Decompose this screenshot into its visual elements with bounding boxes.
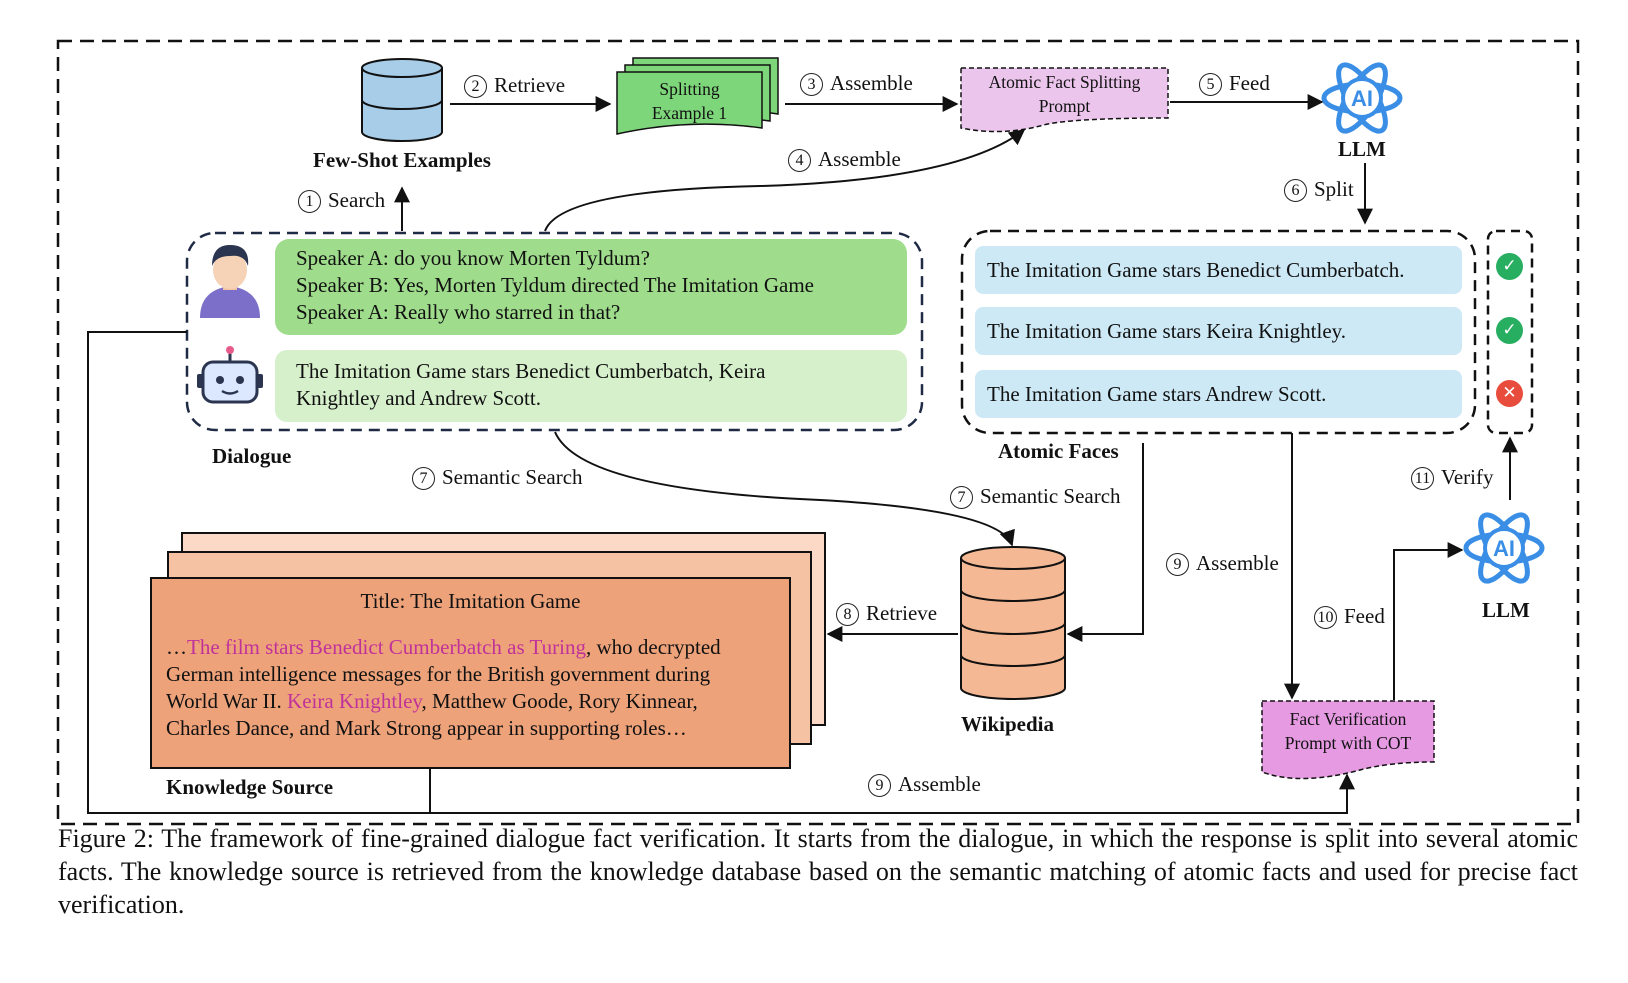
- person-avatar-icon: [200, 245, 260, 318]
- knowledge-line-2: German intelligence messages for the Bri…: [166, 662, 711, 686]
- llm-top-icon-text: AI: [1351, 86, 1373, 111]
- step-number: 11: [1411, 467, 1434, 490]
- splitting-example-text: Splitting Example 1: [617, 77, 762, 125]
- dialogue-user-text: Speaker A: do you know Morten Tyldum? Sp…: [296, 245, 814, 326]
- step-number: 9: [868, 774, 891, 797]
- step-text: Verify: [1441, 465, 1494, 489]
- robot-avatar-icon: [197, 346, 263, 404]
- verification-prompt-shape: [1261, 700, 1435, 780]
- verification-prompt-line1: Fact Verification: [1289, 709, 1407, 729]
- step-retrieve-8: 8 Retrieve: [836, 603, 937, 626]
- check-icon: ✓: [1496, 253, 1523, 280]
- step-number: 1: [298, 190, 321, 213]
- few-shot-examples-label: Few-Shot Examples: [313, 148, 491, 172]
- step-semantic-search-right: 7 Semantic Search: [950, 486, 1121, 509]
- step-retrieve-top: 2 Retrieve: [464, 75, 565, 98]
- llm-bottom-label: LLM: [1482, 598, 1530, 622]
- knowledge-line-1-prefix: …: [166, 635, 187, 659]
- step-number: 2: [464, 75, 487, 98]
- step-number: 3: [800, 73, 823, 96]
- step-number: 7: [412, 467, 435, 490]
- wikipedia-label: Wikipedia: [961, 712, 1054, 736]
- cross-icon: ✕: [1496, 380, 1523, 407]
- step-text: Split: [1314, 177, 1354, 201]
- step-split-6: 6 Split: [1284, 179, 1354, 202]
- step-feed-10: 10 Feed: [1314, 606, 1385, 629]
- step-number: 7: [950, 486, 973, 509]
- step-text: Feed: [1344, 604, 1385, 628]
- splitting-example-stack: [616, 57, 779, 135]
- check-icon: ✓: [1496, 317, 1523, 344]
- knowledge-line-3: World War II. Keira Knightley, Matthew G…: [166, 688, 721, 715]
- dialogue-user-line: Speaker B: Yes, Morten Tyldum directed T…: [296, 273, 814, 297]
- step-number: 10: [1314, 606, 1337, 629]
- step-number: 5: [1199, 73, 1222, 96]
- knowledge-line-1-rest: , who decrypted: [585, 635, 721, 659]
- atomic-prompt-line2: Prompt: [1038, 96, 1091, 116]
- atomic-faces-label: Atomic Faces: [998, 439, 1119, 463]
- outer-frame: [56, 39, 1580, 826]
- step-semantic-search-left: 7 Semantic Search: [412, 467, 583, 490]
- verification-prompt-text: Fact Verification Prompt with COT: [1262, 707, 1434, 755]
- verification-prompt-line2: Prompt with COT: [1284, 733, 1412, 753]
- knowledge-highlight-1: The film stars Benedict Cumberbatch as T…: [187, 635, 586, 659]
- step-text: Retrieve: [494, 73, 566, 97]
- step-number: 4: [788, 149, 811, 172]
- step-text: Assemble: [818, 147, 901, 171]
- connectors: [87, 94, 1518, 814]
- step-text: Search: [328, 188, 386, 212]
- knowledge-line-3-prefix: World War II.: [166, 689, 288, 713]
- dialogue-user-bubble: [275, 239, 907, 335]
- splitting-example-line1: Splitting: [659, 79, 720, 99]
- llm-bottom-icon: AI: [1463, 512, 1545, 584]
- step-assemble-3: 3 Assemble: [800, 73, 913, 96]
- dialogue-response-line: The Imitation Game stars Benedict Cumber…: [296, 359, 766, 383]
- step-number: 6: [1284, 179, 1307, 202]
- dialogue-bot-bubble: [275, 350, 907, 422]
- step-assemble-9-mid: 9 Assemble: [1166, 553, 1279, 576]
- wikipedia-database-icon: [960, 546, 1066, 700]
- atomic-prompt-line1: Atomic Fact Splitting: [988, 72, 1141, 92]
- atomic-fact-2: The Imitation Game stars Keira Knightley…: [975, 307, 1462, 355]
- llm-top-icon: AI: [1321, 62, 1403, 134]
- step-text: Semantic Search: [980, 484, 1121, 508]
- dialogue-response-line: Knightley and Andrew Scott.: [296, 386, 541, 410]
- step-text: Semantic Search: [442, 465, 583, 489]
- atomic-fact-3: The Imitation Game stars Andrew Scott.: [975, 370, 1462, 418]
- knowledge-title: Title: The Imitation Game: [360, 589, 581, 613]
- llm-bottom-icon-text: AI: [1493, 536, 1515, 561]
- step-assemble-4: 4 Assemble: [788, 149, 901, 172]
- atomic-prompt-shape: [960, 67, 1169, 133]
- step-text: Assemble: [1196, 551, 1279, 575]
- step-text: Assemble: [830, 71, 913, 95]
- step-verify-11: 11 Verify: [1411, 467, 1493, 490]
- knowledge-line-1: …The film stars Benedict Cumberbatch as …: [166, 634, 721, 661]
- knowledge-card-front: [150, 577, 791, 769]
- step-text: Assemble: [898, 772, 981, 796]
- knowledge-line-4: Charles Dance, and Mark Strong appear in…: [166, 716, 687, 740]
- dialogue-label: Dialogue: [212, 444, 292, 468]
- atomic-prompt-text: Atomic Fact Splitting Prompt: [961, 70, 1168, 118]
- splitting-example-line2: Example 1: [651, 103, 728, 123]
- step-text: Retrieve: [866, 601, 938, 625]
- atomic-fact-1: The Imitation Game stars Benedict Cumber…: [975, 246, 1462, 294]
- llm-top-label: LLM: [1338, 137, 1386, 161]
- atomic-facts-container: [960, 229, 1477, 435]
- knowledge-passage: …The film stars Benedict Cumberbatch as …: [166, 634, 721, 742]
- step-number: 9: [1166, 553, 1189, 576]
- dialogue-user-line: Speaker A: do you know Morten Tyldum?: [296, 246, 650, 270]
- step-search: 1 Search: [298, 190, 385, 213]
- step-text: Feed: [1229, 71, 1270, 95]
- knowledge-source-label: Knowledge Source: [166, 775, 334, 799]
- step-feed-5: 5 Feed: [1199, 73, 1270, 96]
- figure-caption: Figure 2: The framework of fine-grained …: [58, 824, 1578, 919]
- knowledge-highlight-2: Keira Knightley: [287, 689, 422, 713]
- step-assemble-9-bottom: 9 Assemble: [868, 774, 981, 797]
- dialogue-response-text: The Imitation Game stars Benedict Cumber…: [296, 358, 765, 412]
- step-number: 8: [836, 603, 859, 626]
- knowledge-line-3-rest: , Matthew Goode, Rory Kinnear,: [421, 689, 698, 713]
- few-shot-database-icon: [361, 58, 443, 142]
- dialogue-user-line: Speaker A: Really who starred in that?: [296, 300, 621, 324]
